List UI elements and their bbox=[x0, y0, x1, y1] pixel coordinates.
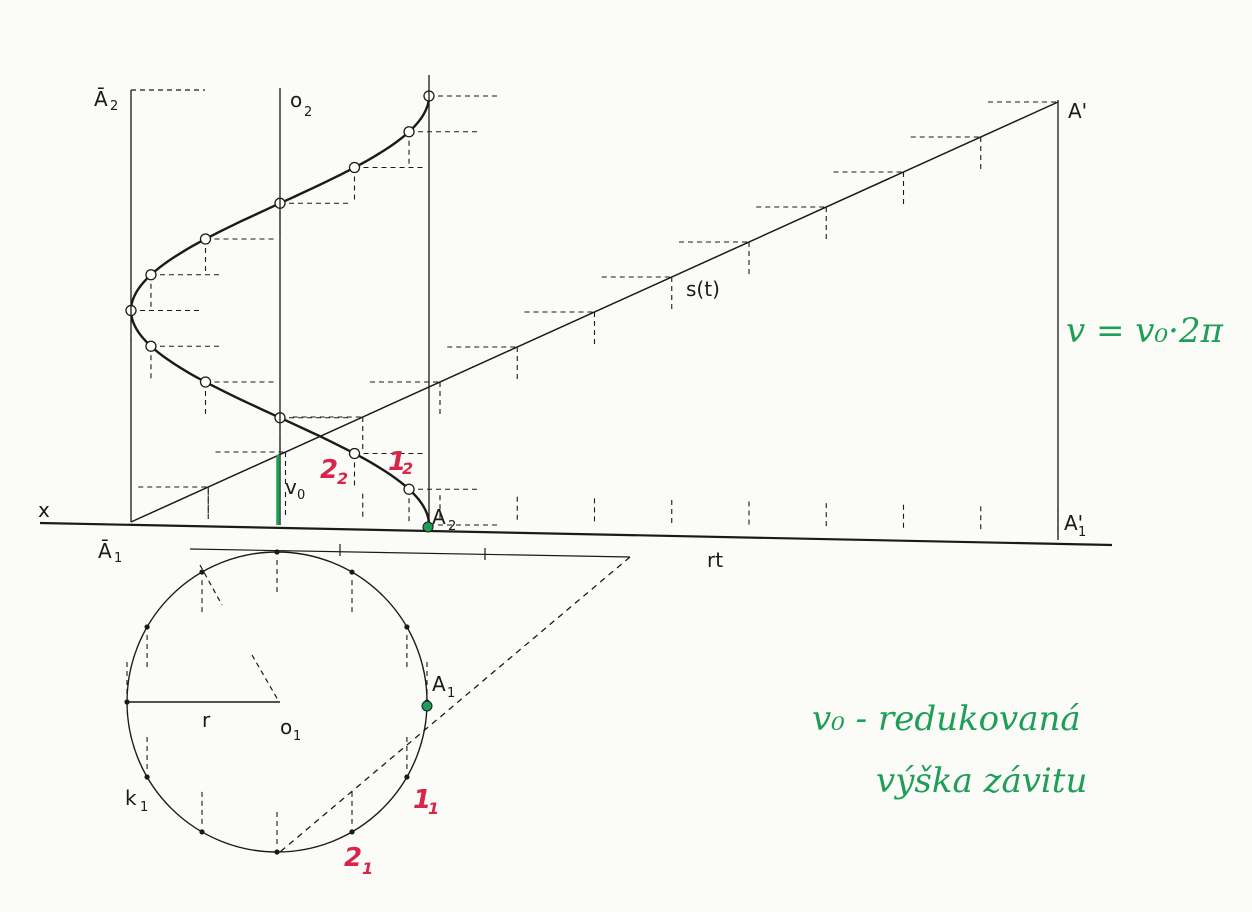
x-axis-line bbox=[39, 521, 1113, 547]
label-a1-sub: 1 bbox=[447, 686, 455, 701]
helix-point bbox=[145, 340, 157, 352]
label-a1: A bbox=[432, 672, 446, 696]
label-a1-bar: Ā bbox=[98, 539, 112, 563]
label-k1-sub: 1 bbox=[140, 800, 148, 815]
label-x-axis: x bbox=[38, 498, 50, 522]
green-notes: v = v₀·2π v₀ - redukovaná výška závitu bbox=[812, 311, 1224, 801]
label-rt: rt bbox=[707, 548, 723, 572]
label-a1-bar-sub: 1 bbox=[114, 551, 122, 566]
label-2-2: 2 bbox=[320, 455, 338, 485]
label-o1: o bbox=[280, 715, 292, 739]
label-2-1: 2 bbox=[344, 843, 362, 873]
label-a-prime: A' bbox=[1068, 99, 1087, 123]
label-1-1-sub: 1 bbox=[428, 799, 439, 818]
note-line-1: v₀ - redukovaná bbox=[812, 699, 1081, 739]
triangle-dashed-side bbox=[279, 556, 631, 853]
label-2-2-sub: 2 bbox=[337, 469, 348, 488]
label-o1-sub: 1 bbox=[293, 729, 301, 744]
label-a2-sub: 2 bbox=[448, 519, 456, 534]
label-s-t: s(t) bbox=[686, 277, 720, 301]
helix-point bbox=[403, 483, 415, 495]
label-r: r bbox=[202, 708, 211, 732]
label-1-2: 1 bbox=[388, 447, 406, 477]
dashed-radius-1 bbox=[251, 654, 279, 701]
point-a2-green bbox=[422, 521, 434, 533]
label-a2-bar: Ā bbox=[94, 87, 108, 111]
label-v0-sub: 0 bbox=[297, 488, 305, 503]
line-s-t bbox=[130, 101, 1059, 523]
label-o2: o bbox=[290, 88, 302, 112]
label-v0: v bbox=[285, 475, 297, 499]
label-a2: A bbox=[432, 505, 446, 529]
point-a1-green bbox=[421, 700, 433, 712]
dashed-radius-2 bbox=[199, 564, 223, 606]
generated-geometry bbox=[124, 90, 1059, 855]
labels: Ā 2 o 2 A' x Ā 1 A 2 A' 1 rt s(t) v 0 A … bbox=[38, 87, 1087, 815]
helix-point bbox=[348, 447, 361, 460]
formula-v: v = v₀·2π bbox=[1066, 311, 1224, 351]
label-a2-bar-sub: 2 bbox=[110, 99, 118, 114]
label-1-2-sub: 2 bbox=[402, 459, 413, 478]
helix-point bbox=[403, 126, 415, 138]
label-1-1: 1 bbox=[413, 785, 431, 815]
helix-point bbox=[199, 233, 212, 245]
label-k1: k bbox=[125, 786, 137, 810]
note-line-2: výška závitu bbox=[876, 761, 1087, 801]
helix-point bbox=[145, 269, 157, 281]
triangle-top-line bbox=[189, 548, 631, 558]
label-2-1-sub: 1 bbox=[362, 859, 373, 878]
label-o2-sub: 2 bbox=[304, 105, 312, 120]
label-a1-prime-sub: 1 bbox=[1078, 525, 1086, 540]
helix-point bbox=[348, 161, 361, 174]
label-a1-prime: A' bbox=[1064, 511, 1083, 535]
helix-point bbox=[199, 376, 212, 388]
red-labels: 1 2 2 2 1 1 2 1 bbox=[320, 447, 439, 878]
